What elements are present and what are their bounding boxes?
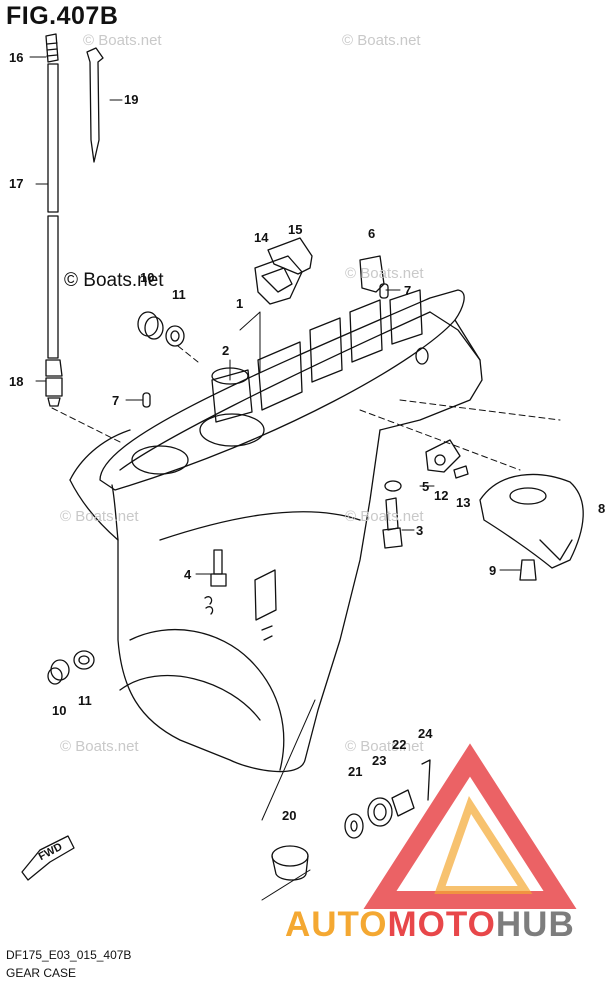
copyright-text: © Boats.net — [64, 270, 164, 291]
brand-wordmark: AUTOMOTOHUB — [285, 905, 575, 945]
pin-7 — [142, 392, 151, 408]
brand-part-moto: MOTO — [387, 905, 496, 944]
watermark: © Boats.net — [60, 738, 139, 755]
callout-17: 17 — [9, 176, 24, 191]
callout-22: 22 — [392, 737, 407, 752]
callout-5: 5 — [422, 479, 430, 494]
caption: GEAR CASE — [6, 966, 77, 980]
brand-part-hub: HUB — [495, 905, 575, 944]
shift-rod-assembly — [45, 33, 63, 407]
callout-11: 11 — [78, 693, 92, 708]
figure-title: FIG.407B — [6, 2, 119, 30]
callout-19: 19 — [124, 92, 139, 107]
callout-13: 13 — [456, 495, 471, 510]
plug-6 — [359, 255, 389, 299]
callout-9: 9 — [489, 563, 497, 578]
watermark: © Boats.net — [345, 508, 424, 525]
callout-24: 24 — [418, 726, 433, 741]
callout-18: 18 — [9, 374, 24, 389]
brand-part-auto: AUTO — [285, 905, 388, 944]
callout-12: 12 — [434, 488, 449, 503]
callout-6: 6 — [368, 226, 376, 241]
callout-8: 8 — [598, 501, 606, 516]
brand-logo-icon — [363, 743, 577, 909]
callout-14: 14 — [254, 230, 269, 245]
callout-11: 11 — [172, 287, 186, 302]
callout-20: 20 — [282, 808, 297, 823]
gear-case-housing — [69, 289, 483, 773]
callout-10: 10 — [52, 703, 67, 718]
plate-12 — [425, 439, 469, 479]
oil-plug-bottom — [47, 650, 95, 685]
callout-7: 7 — [112, 393, 120, 408]
watermark: © Boats.net — [342, 32, 421, 49]
anode-8 — [479, 473, 584, 569]
bolt-9 — [519, 559, 537, 581]
callout-4: 4 — [184, 567, 192, 582]
oil-plug-top — [137, 311, 185, 347]
callout-1: 1 — [236, 296, 244, 311]
callout-21: 21 — [348, 764, 363, 779]
leader-lines — [29, 56, 561, 901]
model-code: DF175_E03_015_407B — [6, 948, 132, 962]
callout-2: 2 — [222, 343, 230, 358]
seal-14-15 — [254, 237, 313, 305]
bolt-4 — [210, 549, 227, 587]
callout-23: 23 — [372, 753, 387, 768]
watermark: © Boats.net — [60, 508, 139, 525]
watermark: © Boats.net — [345, 738, 424, 755]
watermark: © Boats.net — [345, 265, 424, 282]
washer-nut-set — [344, 759, 431, 839]
fwd-arrow-icon — [21, 835, 75, 881]
watermark: © Boats.net — [83, 32, 162, 49]
callout-7: 7 — [404, 283, 412, 298]
callout-10: 10 — [140, 270, 155, 285]
callout-16: 16 — [9, 50, 24, 65]
bolt-3 — [382, 480, 403, 549]
callout-15: 15 — [288, 222, 303, 237]
bushing-20 — [271, 845, 309, 881]
cable-tie — [86, 47, 104, 163]
callout-3: 3 — [416, 523, 424, 538]
